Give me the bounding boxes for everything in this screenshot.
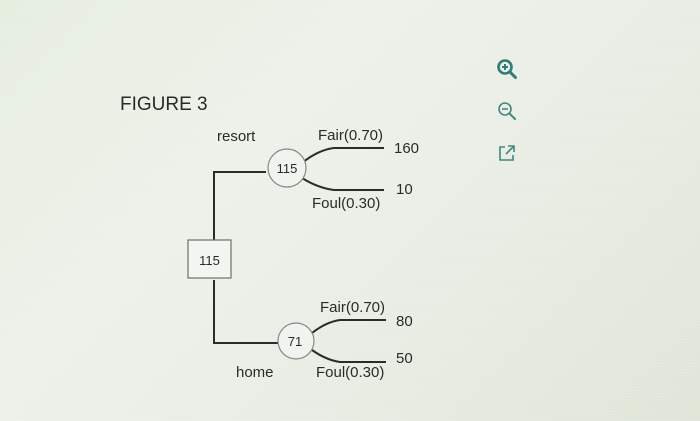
home-fair-payoff: 80: [396, 313, 413, 330]
home-foul-payoff: 50: [396, 350, 413, 367]
home-foul-line: [311, 349, 386, 363]
zoom-in-button[interactable]: [494, 58, 520, 84]
resort-fair-line: [301, 147, 384, 164]
resort-chance-node: [267, 148, 307, 188]
decision-node-value: 115: [199, 253, 220, 268]
decision-node: [187, 239, 232, 279]
home-fair-label: Fair(0.70): [320, 299, 385, 316]
home-fair-line: [311, 319, 386, 334]
open-external-icon: [496, 142, 518, 169]
resort-label: resort: [217, 128, 256, 145]
zoom-in-icon: [496, 58, 518, 85]
resort-fair-label: Fair(0.70): [318, 127, 383, 144]
zoom-out-button[interactable]: [494, 100, 520, 126]
resort-foul-label: Foul(0.30): [312, 195, 380, 212]
home-foul-label: Foul(0.30): [316, 364, 384, 381]
resort-foul-payoff: 10: [396, 181, 413, 198]
resort-fair-payoff: 160: [394, 140, 419, 157]
resort-foul-line: [301, 177, 384, 191]
resort-chance-value: 115: [277, 161, 298, 176]
home-chance-node: [277, 322, 315, 360]
resort-branch-line: [213, 171, 266, 240]
open-external-button[interactable]: [494, 142, 520, 168]
home-label: home: [236, 364, 274, 381]
zoom-out-icon: [496, 100, 518, 127]
home-chance-value: 71: [288, 334, 302, 349]
figure-title: FIGURE 3: [120, 94, 208, 115]
home-branch-line: [213, 280, 278, 344]
